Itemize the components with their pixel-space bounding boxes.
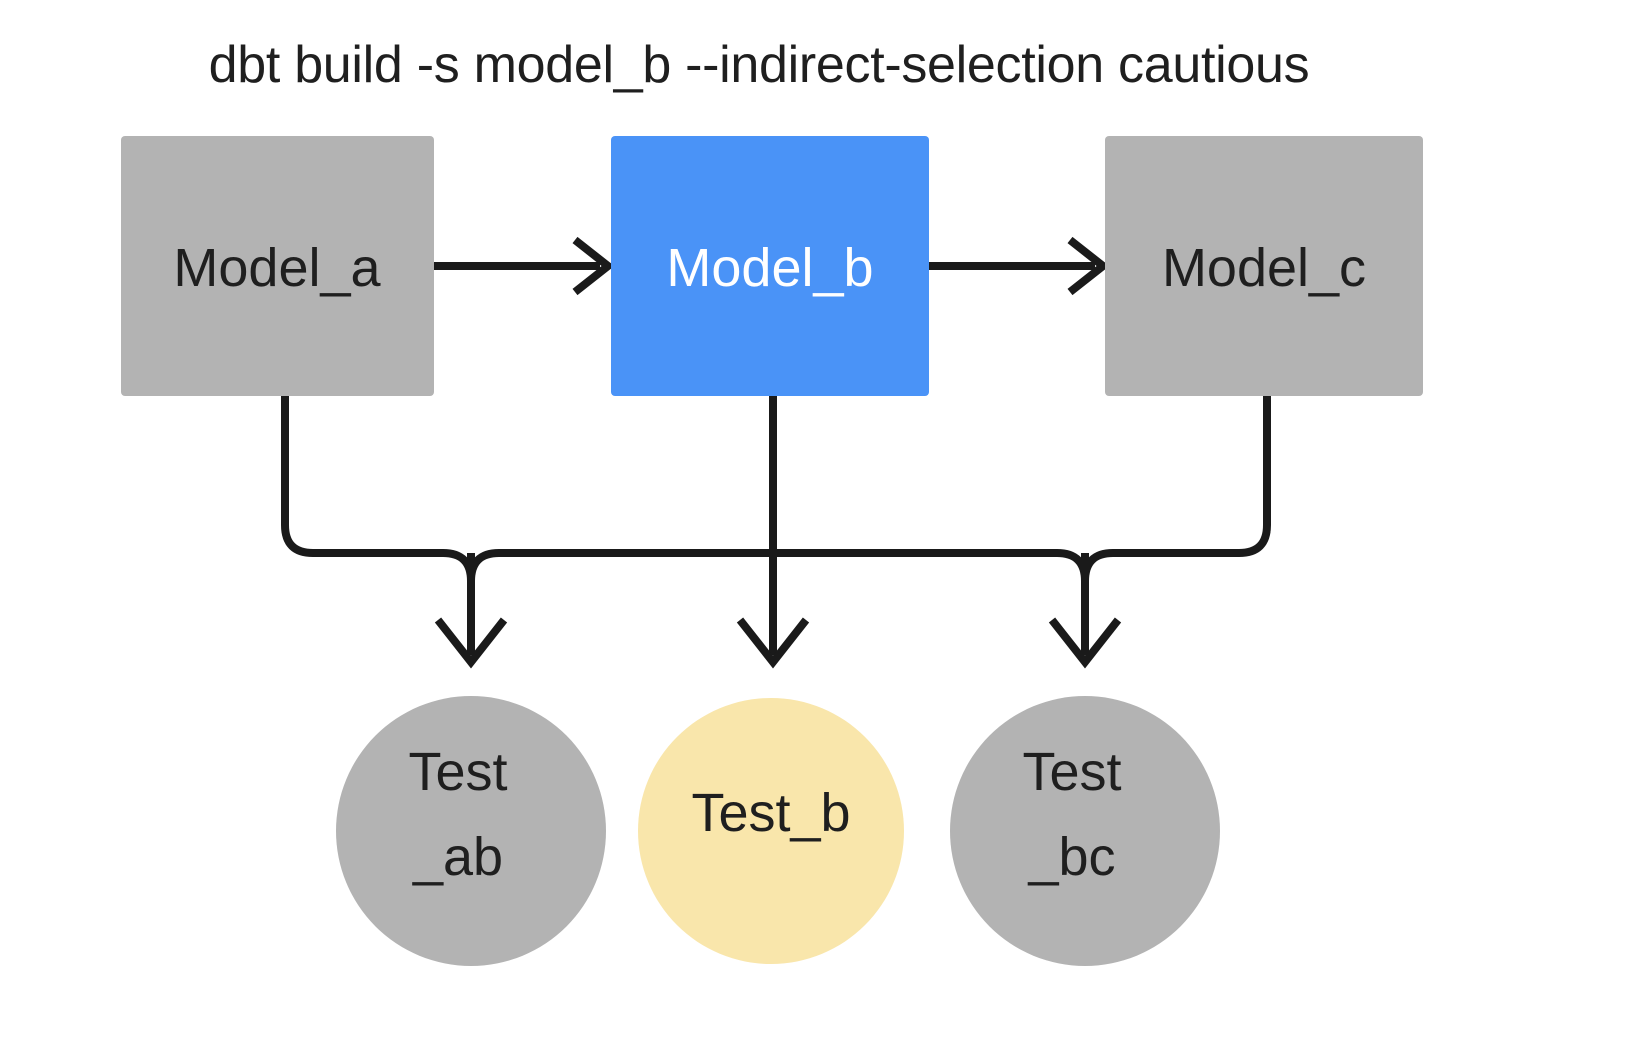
edge-model-b-to-test-ab bbox=[467, 549, 770, 582]
node-test-bc-label-line2: _bc bbox=[1027, 827, 1115, 887]
node-test-b-label-line1: Test_b bbox=[691, 783, 850, 843]
edge-model-c-to-test-bc bbox=[1081, 396, 1271, 582]
edge-model-b-to-test-bc bbox=[776, 549, 1089, 582]
node-model-a-label: Model_a bbox=[173, 238, 381, 298]
node-model-b-label: Model_b bbox=[666, 238, 873, 298]
node-test-ab[interactable]: Test _ab bbox=[336, 696, 606, 966]
node-model-c-shape[interactable] bbox=[1105, 136, 1423, 396]
node-test-bc-label-line1: Test bbox=[1022, 742, 1121, 802]
node-test-bc[interactable]: Test _bc bbox=[950, 696, 1220, 966]
edge-stem-test-bc bbox=[1048, 553, 1122, 669]
node-test-ab-label-line2: _ab bbox=[412, 827, 503, 887]
edge-model-b-to-model-c bbox=[929, 236, 1110, 296]
node-test-ab-label-line1: Test bbox=[408, 742, 507, 802]
diagram-title: dbt build -s model_b --indirect-selectio… bbox=[209, 36, 1310, 94]
node-model-c-label: Model_c bbox=[1162, 238, 1366, 298]
node-test-ab-shape[interactable] bbox=[336, 696, 606, 966]
node-model-a[interactable]: Model_a bbox=[121, 136, 434, 396]
node-test-b[interactable]: Test_b bbox=[638, 698, 904, 964]
node-model-b[interactable]: Model_b bbox=[611, 136, 929, 396]
node-model-a-shape[interactable] bbox=[121, 136, 434, 396]
node-test-b-shape[interactable] bbox=[638, 698, 904, 964]
edge-model-a-to-model-b bbox=[434, 236, 615, 296]
edge-stem-test-ab bbox=[434, 553, 508, 669]
edge-model-a-to-test-ab bbox=[281, 396, 475, 582]
node-model-c[interactable]: Model_c bbox=[1105, 136, 1423, 396]
node-test-bc-shape[interactable] bbox=[950, 696, 1220, 966]
node-model-b-shape[interactable] bbox=[611, 136, 929, 396]
edge-model-b-to-test-b bbox=[736, 396, 810, 669]
